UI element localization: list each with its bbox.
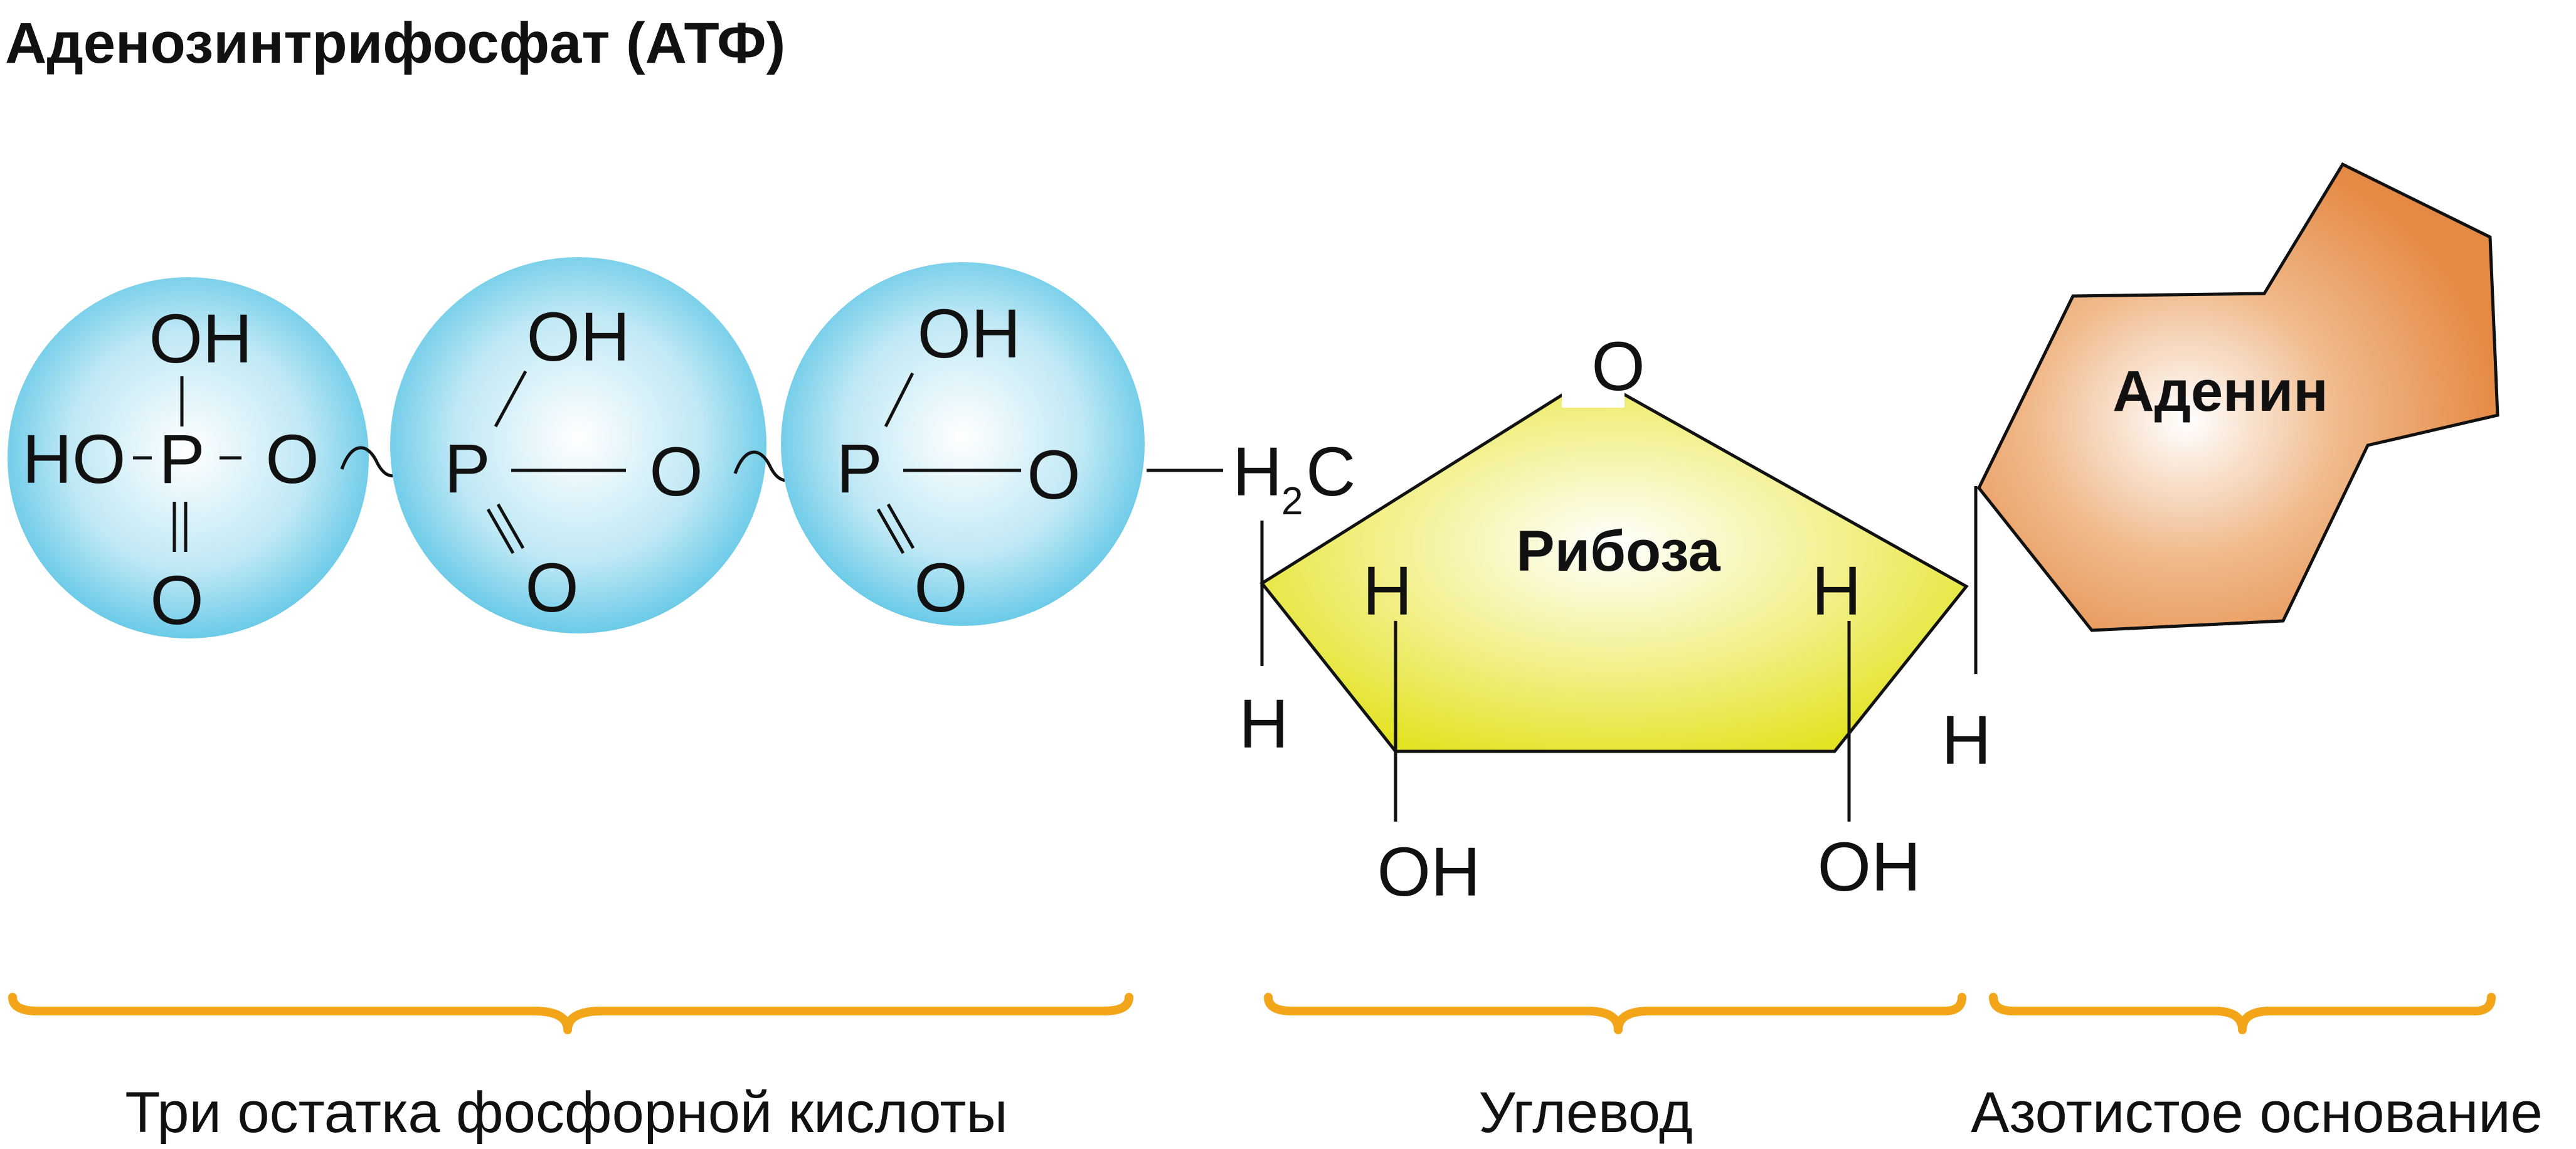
p3-o-bottom-label: O — [914, 549, 968, 627]
ribose-label: Рибоза — [1516, 519, 1720, 583]
adenine-group: Аденин H — [1941, 162, 2499, 779]
p2-o-bottom-label: O — [525, 549, 579, 627]
ch2-c-label: C — [1306, 433, 1355, 511]
ribose-group: O Рибоза H H OH OH — [1259, 326, 1969, 911]
label-nitrogenous-base: Азотистое основание — [1971, 1081, 2543, 1145]
ribose-ring-o-label: O — [1591, 328, 1645, 405]
p2-double-bond-b — [496, 503, 525, 549]
p1-o-right-label: O — [265, 421, 319, 498]
ch2-subscript: 2 — [1281, 480, 1303, 523]
p3-oh-label: OH — [918, 295, 1021, 373]
ribose-oh-left-label: OH — [1377, 834, 1481, 911]
p2-oh-label: OH — [527, 299, 630, 376]
p3-phosphorus-label: P — [836, 430, 882, 507]
p1-oh-label: OH — [149, 300, 253, 378]
ribose-h-left-label: H — [1362, 553, 1412, 630]
phosphate-group-2: OH P O O — [390, 257, 766, 633]
adenine-shape — [1977, 162, 2499, 632]
p1-o-bottom-label: O — [150, 562, 204, 639]
p3-double-bond-a — [876, 508, 905, 554]
phosphate-group-1: OH HO P O O — [8, 277, 369, 639]
phosphate-group-3: OH P O O — [781, 262, 1145, 627]
ch2-h-label: H — [1232, 433, 1282, 511]
label-phosphoric-residues: Три остатка фосфорной кислоты — [125, 1081, 1007, 1145]
adenine-h-below-label: H — [1941, 702, 1991, 779]
brace-phosphoric — [8, 993, 1133, 1034]
p2-phosphorus-label: P — [444, 430, 490, 507]
adenine-label: Аденин — [2112, 359, 2328, 423]
phosphate-circle-1 — [8, 277, 369, 638]
p3-bond-oh — [884, 372, 914, 428]
p1-ho-label: HO — [23, 421, 126, 498]
ch2-h-below-label: H — [1239, 686, 1288, 763]
p2-bond-oh — [494, 370, 527, 428]
brace-base — [1989, 993, 2496, 1034]
ribose-h-right-label: H — [1811, 553, 1861, 630]
p3-o-right-label: O — [1027, 437, 1081, 514]
ch2-group: H 2 C H — [1232, 433, 1355, 763]
p2-o-right-label: O — [649, 433, 703, 511]
brace-carbohydrate — [1264, 993, 1966, 1034]
label-carbohydrate: Углевод — [1478, 1081, 1692, 1145]
ribose-ring — [1259, 374, 1969, 753]
p2-double-bond-a — [486, 508, 515, 554]
phosphate-circle-3 — [781, 262, 1145, 626]
ribose-o-backdrop — [1562, 326, 1625, 408]
ribose-oh-right-label: OH — [1818, 829, 1921, 906]
page-title: Аденозинтрифосфат (АТФ) — [5, 11, 785, 75]
phosphate-circle-2 — [390, 257, 766, 633]
p3-double-bond-b — [886, 503, 915, 549]
p1-phosphorus-label: P — [159, 421, 204, 498]
